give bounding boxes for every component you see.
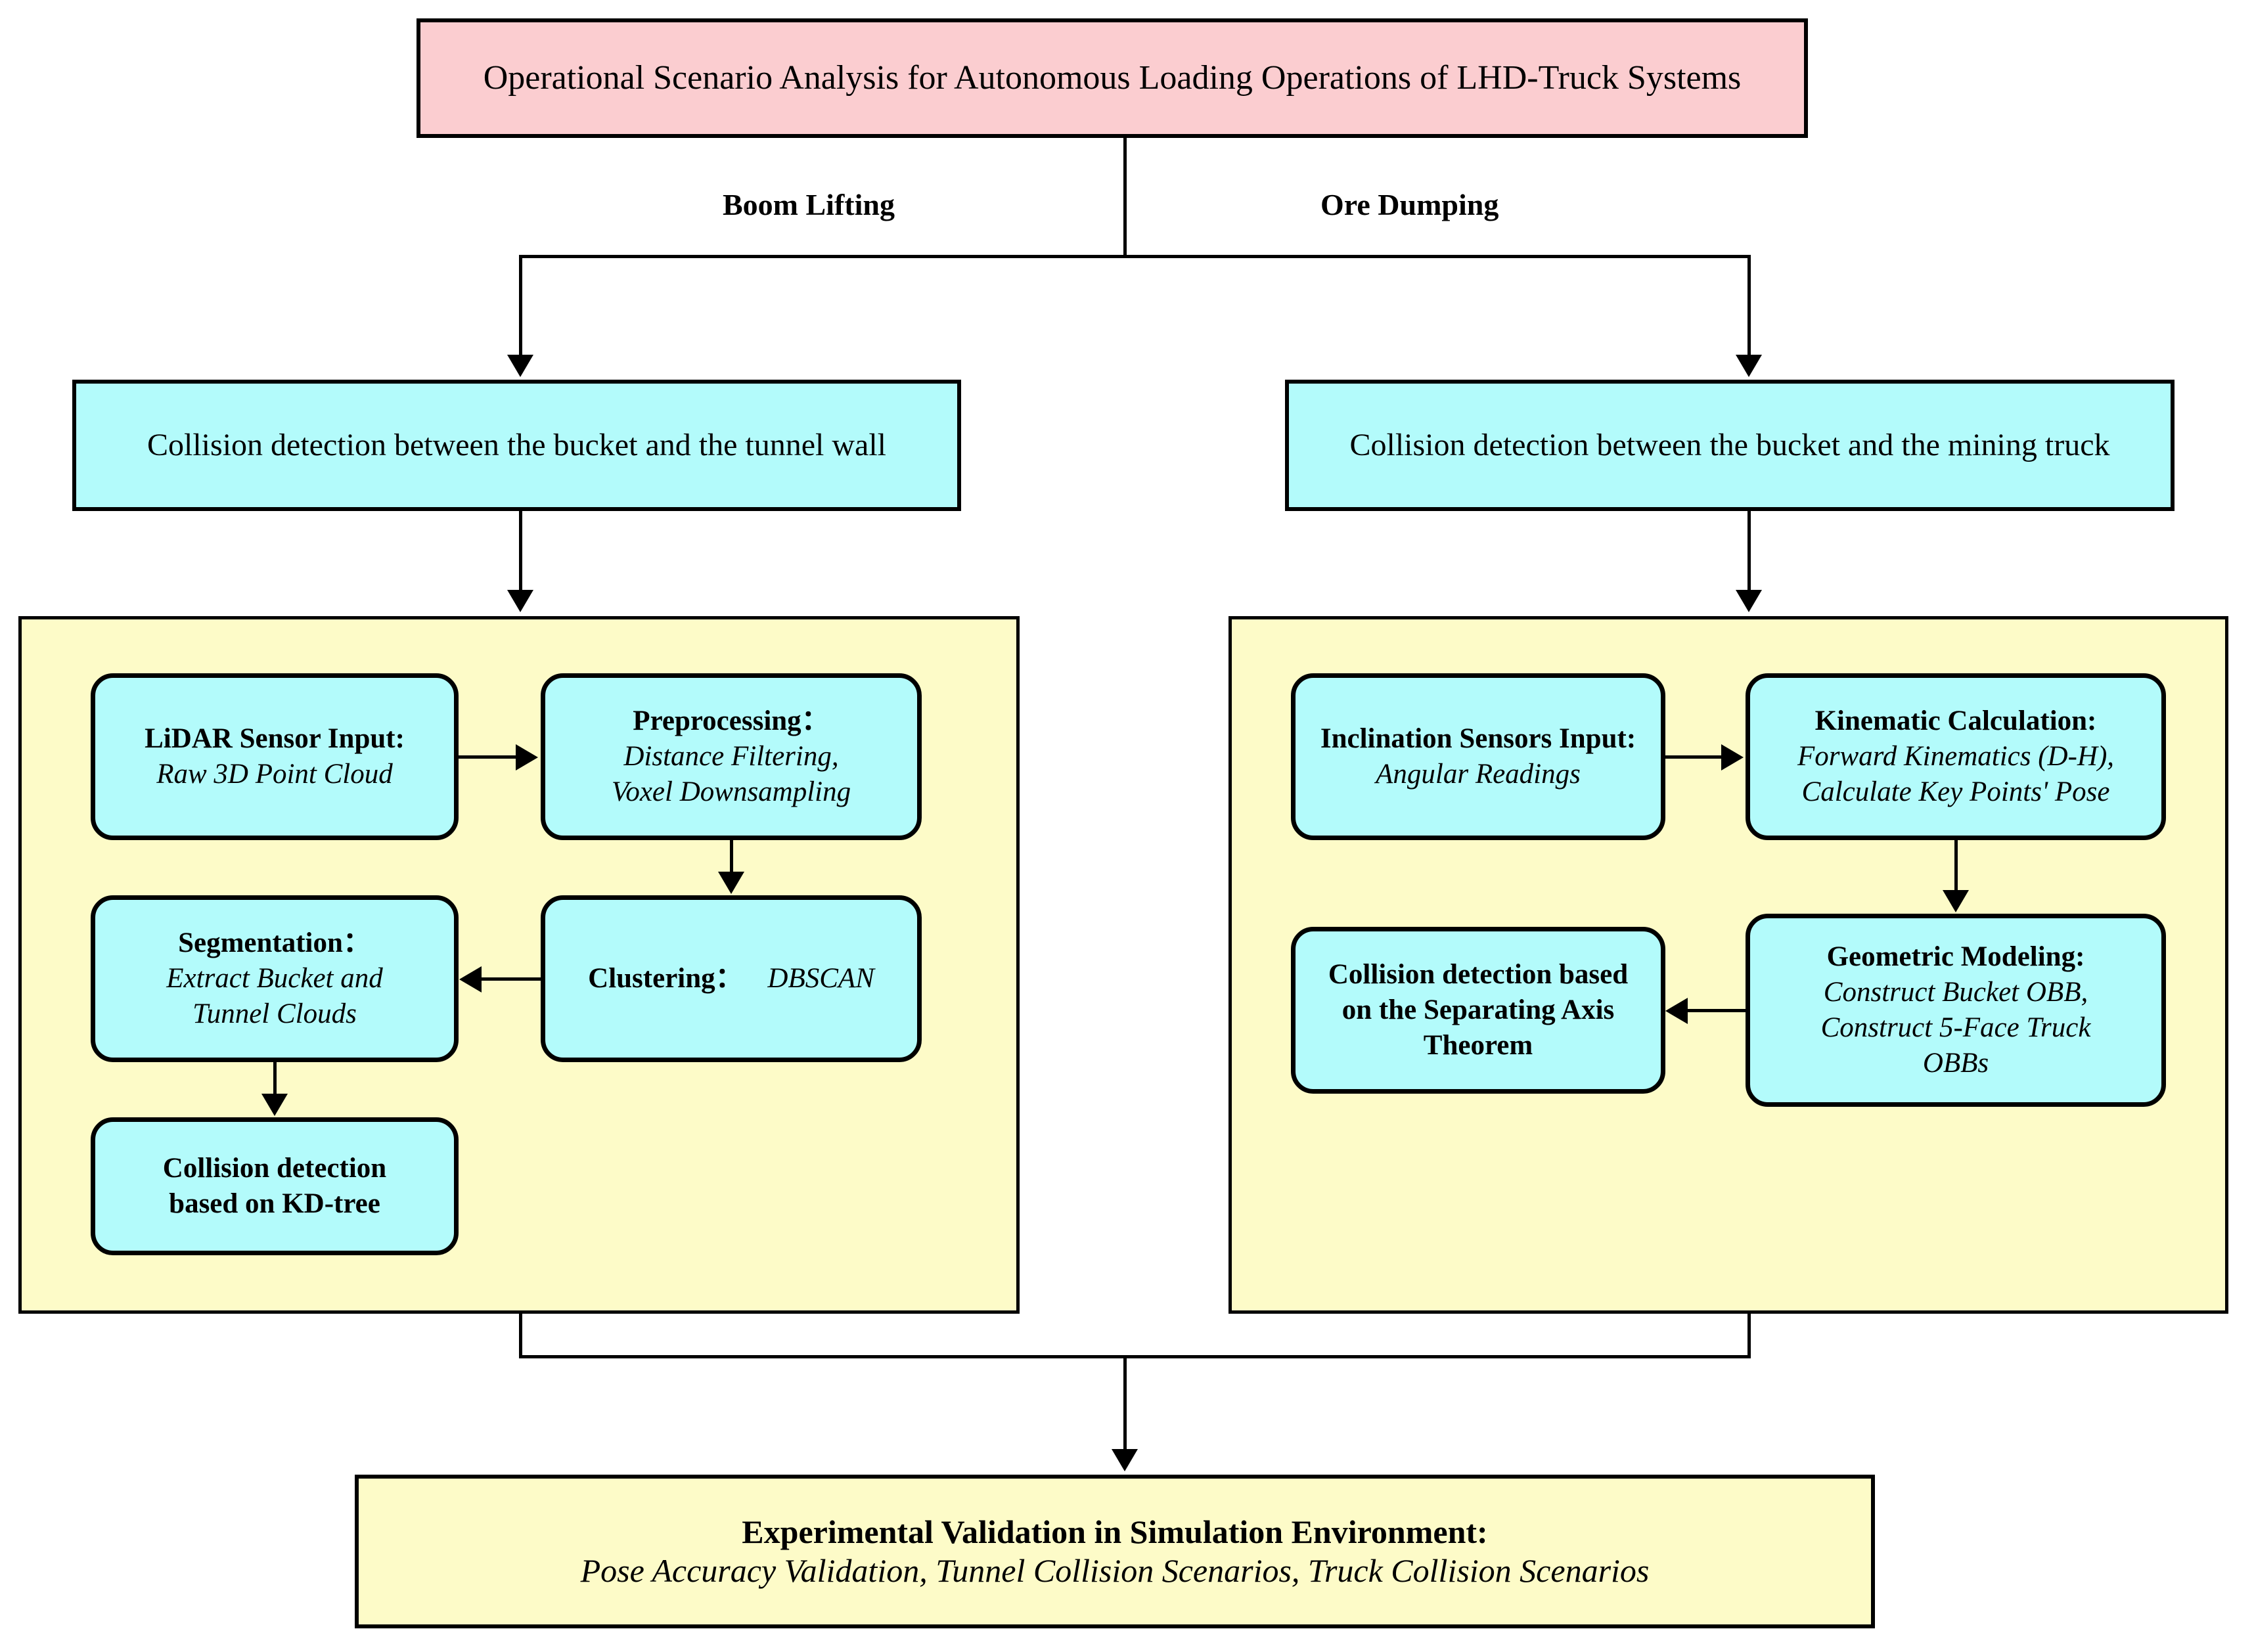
pipeline-group-boom-lifting: LiDAR Sensor Input: Raw 3D Point Cloud P… xyxy=(18,616,1020,1314)
node-segmentation-body-2: Tunnel Clouds xyxy=(192,998,357,1030)
validation-body: Pose Accuracy Validation, Tunnel Collisi… xyxy=(580,1552,1650,1589)
node-segmentation-header: Segmentation： xyxy=(178,927,371,958)
arrow-geometric-to-sat xyxy=(1665,998,1688,1024)
connector-split-bar xyxy=(519,255,1751,258)
connector-split-left-drop xyxy=(519,255,522,357)
connector-preprocessing-to-clustering xyxy=(730,840,733,873)
node-clustering: Clustering： DBSCAN xyxy=(541,895,922,1062)
node-lidar-header: LiDAR Sensor Input: xyxy=(145,723,405,754)
node-kinematic-header: Kinematic Calculation: xyxy=(1814,705,2097,736)
node-sat-line-2: on the Separating Axis xyxy=(1341,994,1615,1025)
node-inclination-sensors-input: Inclination Sensors Input: Angular Readi… xyxy=(1291,673,1665,840)
diagram-title-text: Operational Scenario Analysis for Autono… xyxy=(483,59,1742,97)
connector-clustering-to-segmentation xyxy=(482,977,541,981)
connector-kinematic-to-geometric xyxy=(1954,840,1958,891)
arrow-segmentation-to-kdtree xyxy=(261,1094,288,1116)
validation-box: Experimental Validation in Simulation En… xyxy=(355,1475,1875,1628)
node-segmentation: Segmentation： Extract Bucket and Tunnel … xyxy=(91,895,459,1062)
connector-segmentation-to-kdtree xyxy=(273,1062,277,1095)
node-sat-line-3: Theorem xyxy=(1423,1030,1533,1061)
node-preprocessing-header: Preprocessing： xyxy=(633,705,830,736)
connector-right-group-down xyxy=(1747,1314,1751,1358)
connector-lidar-to-preprocessing xyxy=(459,755,518,759)
connector-split-right-drop xyxy=(1747,255,1751,357)
connector-geometric-to-sat xyxy=(1688,1009,1746,1012)
validation-header: Experimental Validation in Simulation En… xyxy=(742,1513,1488,1550)
node-kinematic-body-1: Forward Kinematics (D-H), xyxy=(1797,740,2115,772)
node-geometric-modeling: Geometric Modeling: Construct Bucket OBB… xyxy=(1746,914,2166,1107)
node-kinematic-body-2: Calculate Key Points' Pose xyxy=(1801,776,2110,808)
node-geometric-body-1: Construct Bucket OBB, xyxy=(1823,976,2088,1008)
arrow-to-left-scenario xyxy=(507,355,533,377)
node-kdtree-collision-detection: Collision detection based on KD-tree xyxy=(91,1117,459,1255)
node-preprocessing-body-2: Voxel Downsampling xyxy=(611,776,851,808)
node-clustering-body: DBSCAN xyxy=(767,962,874,994)
node-geometric-header: Geometric Modeling: xyxy=(1826,941,2085,972)
node-segmentation-body-1: Extract Bucket and xyxy=(166,962,383,994)
arrow-preprocessing-to-clustering xyxy=(718,872,744,894)
node-kinematic-calculation: Kinematic Calculation: Forward Kinematic… xyxy=(1746,673,2166,840)
node-preprocessing: Preprocessing： Distance Filtering, Voxel… xyxy=(541,673,922,840)
node-preprocessing-body-1: Distance Filtering, xyxy=(623,740,839,772)
node-kdtree-line-2: based on KD-tree xyxy=(169,1188,380,1219)
node-separating-axis-collision-detection: Collision detection based on the Separat… xyxy=(1291,927,1665,1094)
scenario-text-left: Collision detection between the bucket a… xyxy=(147,427,887,462)
arrow-to-left-group xyxy=(507,590,533,612)
diagram-title-box: Operational Scenario Analysis for Autono… xyxy=(417,18,1808,138)
scenario-box-tunnel-wall: Collision detection between the bucket a… xyxy=(72,380,961,511)
connector-left-group-down xyxy=(519,1314,522,1358)
node-inclination-header: Inclination Sensors Input: xyxy=(1320,723,1636,754)
connector-right-banner-to-group xyxy=(1747,511,1751,591)
branch-label-ore-dumping: Ore Dumping xyxy=(1320,188,1499,221)
node-geometric-body-2: Construct 5-Face Truck xyxy=(1820,1012,2091,1043)
arrow-to-right-scenario xyxy=(1736,355,1762,377)
arrow-kinematic-to-geometric xyxy=(1943,890,1969,912)
node-lidar-body: Raw 3D Point Cloud xyxy=(156,759,393,790)
connector-left-banner-to-group xyxy=(519,511,522,591)
arrow-inclination-to-kinematic xyxy=(1721,744,1744,770)
connector-merge-bar xyxy=(519,1355,1751,1358)
node-clustering-header: Clustering： xyxy=(588,962,744,994)
scenario-text-right: Collision detection between the bucket a… xyxy=(1349,427,2110,462)
branch-label-boom-lifting: Boom Lifting xyxy=(723,188,895,221)
pipeline-group-ore-dumping: Inclination Sensors Input: Angular Readi… xyxy=(1228,616,2228,1314)
arrow-to-validation xyxy=(1112,1449,1138,1471)
scenario-box-mining-truck: Collision detection between the bucket a… xyxy=(1285,380,2175,511)
arrow-to-right-group xyxy=(1736,590,1762,612)
connector-inclination-to-kinematic xyxy=(1665,755,1723,759)
node-kdtree-line-1: Collision detection xyxy=(162,1152,387,1184)
connector-title-stem xyxy=(1123,138,1127,256)
node-inclination-body: Angular Readings xyxy=(1376,759,1581,790)
arrow-clustering-to-segmentation xyxy=(459,966,482,993)
node-sat-line-1: Collision detection based xyxy=(1328,958,1629,990)
node-geometric-body-3: OBBs xyxy=(1922,1048,1989,1079)
node-lidar-sensor-input: LiDAR Sensor Input: Raw 3D Point Cloud xyxy=(91,673,459,840)
arrow-lidar-to-preprocessing xyxy=(516,744,538,770)
connector-merge-stem xyxy=(1123,1355,1127,1451)
